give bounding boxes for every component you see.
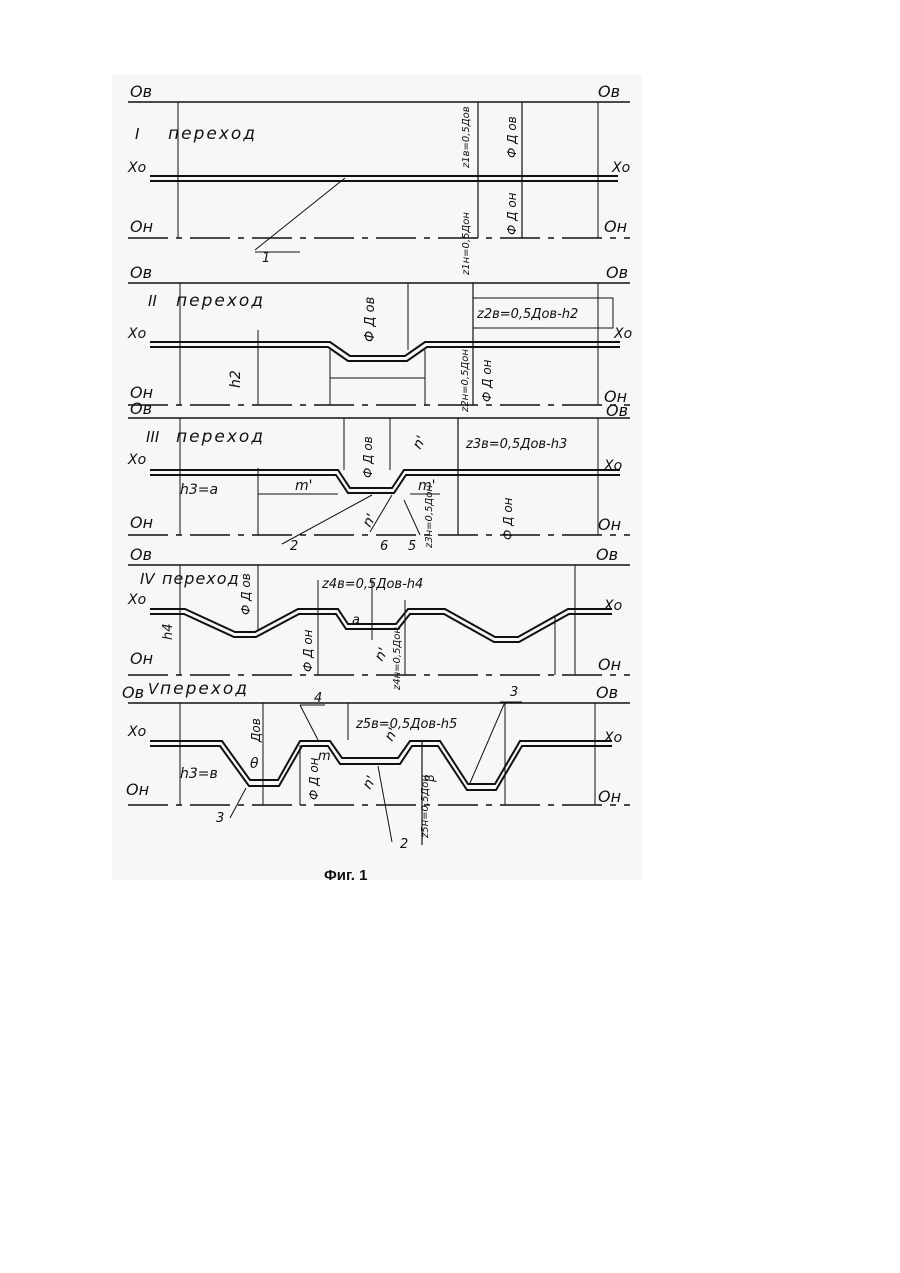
stage-1-bottom-label: Он: [130, 217, 153, 236]
stage-3-bottom-label: Он: [130, 513, 153, 532]
stage-3-m-label-left: m': [295, 478, 313, 494]
stage-3-h-label: h3=a: [180, 482, 218, 498]
stage-3-top-label-right: Ов: [606, 401, 628, 420]
stage-4-z-bottom: z4н=0,5Дон: [392, 627, 403, 691]
scan-background: [112, 75, 642, 880]
stage-5-top-label: Ов: [122, 683, 144, 702]
stage-2-title: переход: [176, 291, 265, 311]
stage-5-z-top: z5в=0,5Дов-h5: [355, 717, 457, 732]
stage-2-bottom-diameter: Ф Д он: [480, 359, 494, 402]
stage-4-bottom-label-right: Он: [598, 655, 621, 674]
stage-2-z-top: z2в=0,5Дов-h2: [476, 307, 578, 322]
stage-4-h-label: h4: [161, 623, 176, 640]
stage-3-title: переход: [176, 427, 265, 447]
stage-1-top-label-right: Ов: [598, 82, 620, 101]
stage-1-top-diameter: Ф Д ов: [505, 116, 519, 158]
stage-1-top-label: Ов: [130, 82, 152, 101]
stage-3-z-top: z3в=0,5Дов-h3: [465, 437, 567, 452]
stage-5-top-label-right: Ов: [596, 683, 618, 702]
stage-3-callout-6: 6: [380, 539, 388, 554]
stage-2-numeral: II: [148, 292, 157, 310]
stage-5-axis-label-right: Хо: [603, 730, 622, 746]
stage-1-numeral: I: [135, 125, 140, 143]
stage-4-title: переход: [162, 569, 240, 588]
stage-1-bottom-label-right: Он: [604, 217, 627, 236]
stage-2-top-label-right: Ов: [606, 263, 628, 282]
stage-5-bottom-label-right: Он: [598, 787, 621, 806]
stage-1-bottom-diameter: Ф Д он: [505, 192, 519, 235]
stage-2-h-label: h2: [228, 370, 244, 388]
stage-3-axis-label-right: Хо: [603, 458, 622, 474]
stage-5-bottom-diameter: Ф Д он: [307, 757, 321, 800]
stage-5-bottom-label: Он: [126, 780, 149, 799]
stage-3-numeral: III: [146, 428, 160, 446]
stage-4-z-top: z4в=0,5Дов-h4: [321, 577, 423, 592]
stage-5-numeral: V: [148, 680, 160, 698]
stage-2-z-bottom: z2н=0,5Дон: [460, 349, 471, 413]
stage-4-top-label-right: Ов: [596, 545, 618, 564]
stage-1-axis-label: Хо: [127, 160, 146, 176]
stage-5-callout-3-right: 3: [510, 685, 518, 700]
stage-4-top-label: Ов: [130, 545, 152, 564]
stage-4-axis-label-right: Хо: [603, 598, 622, 614]
stage-4-a-label: a: [352, 613, 360, 628]
stage-3-z-bottom: z3н=0,5Дон: [424, 485, 435, 549]
stage-1-title: переход: [168, 124, 257, 144]
stage-4-bottom-label: Он: [130, 649, 153, 668]
figure-caption: Фиг. 1: [324, 867, 367, 884]
stage-4-numeral: IV: [140, 570, 156, 588]
stage-5-top-diameter: Дов: [249, 718, 263, 743]
stage-1-callout-1: 1: [262, 251, 270, 266]
stage-3-bottom-label-right: Он: [598, 515, 621, 534]
stage-5-callout-2: 2: [400, 837, 408, 852]
stage-4-bottom-diameter: Ф Д он: [301, 629, 315, 672]
stage-3-callout-2: 2: [290, 539, 298, 554]
stage-5-z-bottom: z5н=0,5Дон: [420, 775, 431, 839]
stage-5-callout-4: 4: [314, 691, 322, 706]
stage-2-top-diameter: Ф Д ов: [363, 297, 378, 342]
stage-5-h-label: h3=в: [180, 766, 218, 782]
stage-4-axis-label: Хо: [127, 592, 146, 608]
stage-2-axis-label-right: Хо: [613, 326, 632, 342]
stage-3-callout-5: 5: [408, 539, 416, 554]
stage-3-top-diameter: Ф Д ов: [361, 436, 375, 478]
stage-3-bottom-diameter: Ф Д он: [501, 497, 515, 540]
stage-2-axis-label: Хо: [127, 326, 146, 342]
stage-5-axis-label: Хо: [127, 724, 146, 740]
stage-4-top-diameter: Ф Д ов: [239, 573, 253, 615]
stage-5-title: переход: [160, 679, 249, 699]
stage-3-axis-label: Хо: [127, 452, 146, 468]
stage-5-theta-label: θ: [250, 756, 259, 772]
stage-2-top-label: Ов: [130, 263, 152, 282]
stage-5-callout-3-left: 3: [216, 811, 224, 826]
stage-1-z-top: z1в=0,5Дов: [461, 106, 472, 169]
stage-1-axis-label-right: Хо: [611, 160, 630, 176]
stage-3-top-label: Ов: [130, 399, 152, 418]
stage-1-z-bottom: z1н=0,5Дон: [461, 212, 472, 276]
